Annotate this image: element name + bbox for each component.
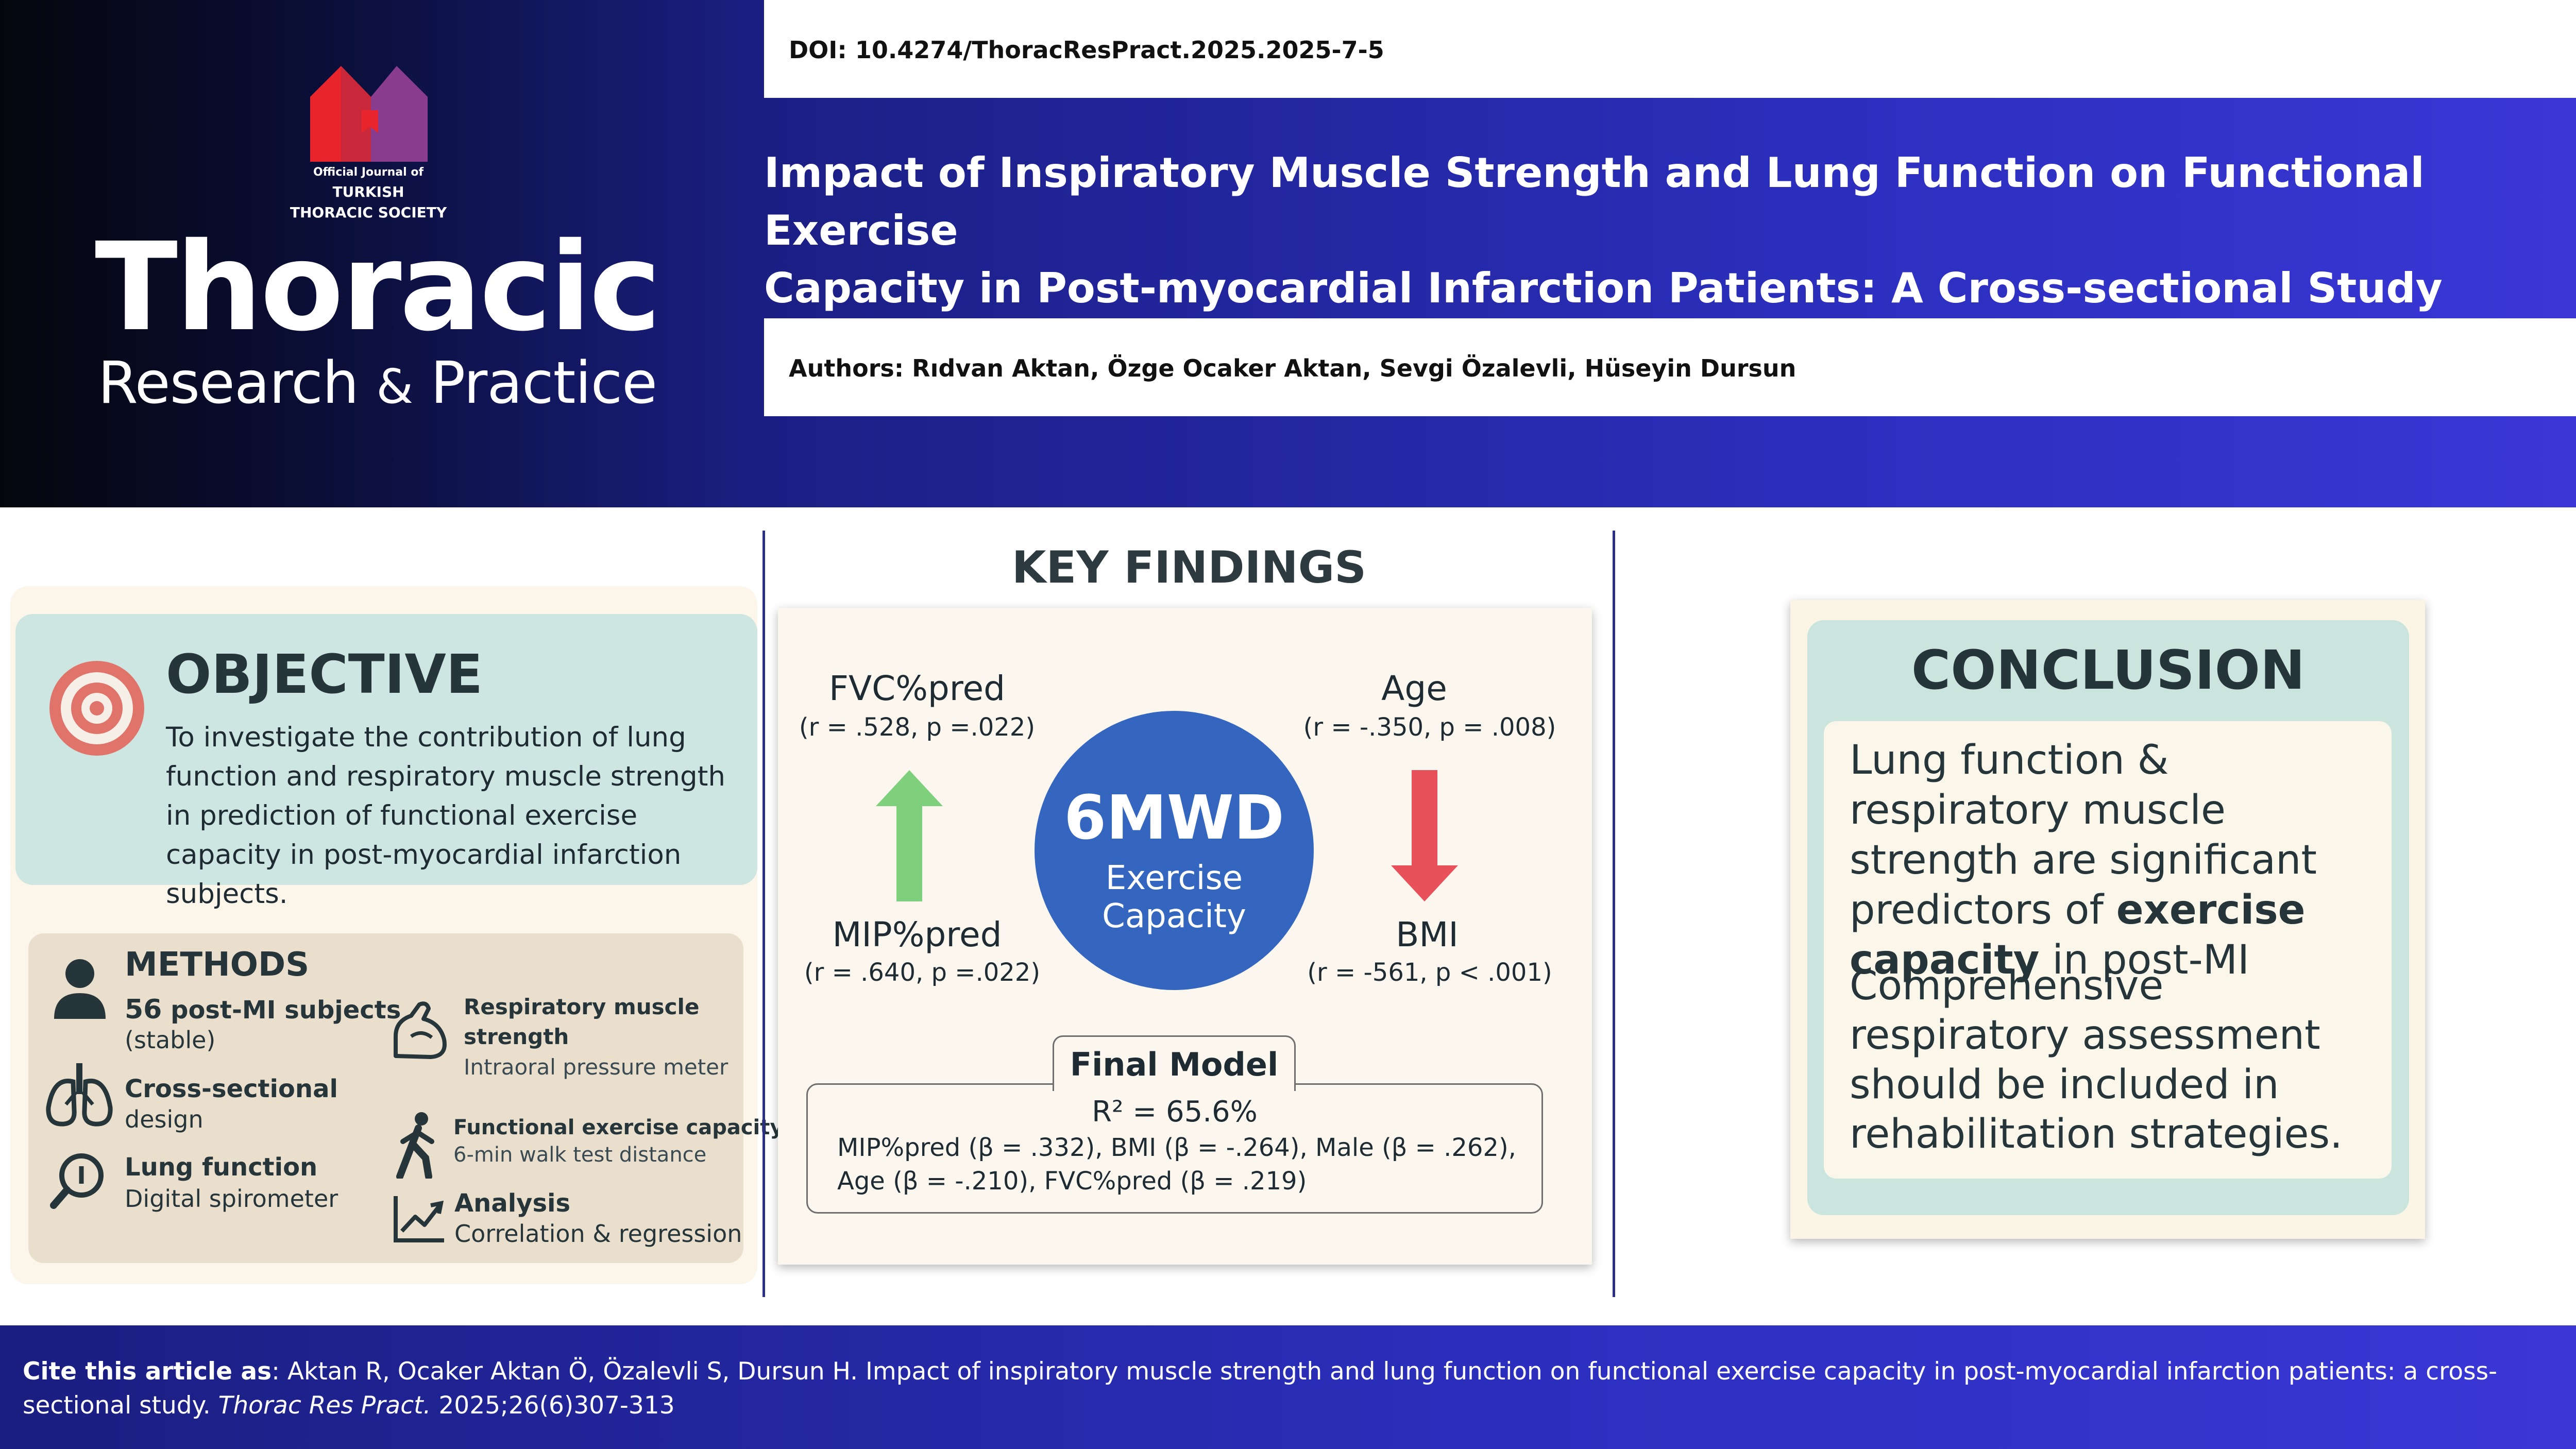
flexed-arm-icon — [394, 1001, 447, 1059]
methods-resp-title-line1: Respiratory muscle — [464, 994, 700, 1019]
conclusion-p1-b: in post-MI — [2039, 937, 2250, 983]
society-logo-icon — [310, 66, 428, 162]
exercise-capacity-circle — [1035, 711, 1314, 990]
walking-person-icon — [396, 1112, 434, 1179]
objective-title: OBJECTIVE — [166, 643, 483, 706]
bmi-stat: (r = -561, p < .001) — [1307, 958, 1552, 987]
authors-text: Authors: Rıdvan Aktan, Özge Ocaker Aktan… — [789, 354, 1797, 382]
objective-body: To investigate the contribution of lung … — [166, 722, 725, 910]
fvc-stat: (r = .528, p =.022) — [799, 713, 1036, 742]
final-model-line1: MIP%pred (β = .332), BMI (β = -.264), Ma… — [837, 1133, 1516, 1162]
magnifier-icon — [50, 1153, 104, 1209]
article-title-line2: Capacity in Post-myocardial Infarction P… — [764, 264, 2443, 312]
divider-right — [1613, 531, 1615, 1297]
divider-left — [762, 531, 765, 1297]
final-model-box — [806, 1083, 1543, 1214]
methods-design-line1: Cross-sectional — [125, 1075, 338, 1103]
methods-lung-sub: Digital spirometer — [125, 1185, 338, 1213]
journal-subtitle-amp: & — [376, 359, 413, 414]
final-model-r2: R² = 65.6% — [1092, 1095, 1258, 1129]
doi-bar: DOI: 10.4274/ThoracResPract.2025.2025-7-… — [764, 0, 2576, 98]
person-icon — [54, 959, 106, 1019]
citation-lead: Cite this article as — [23, 1357, 272, 1386]
journal-official-line: Official Journal of — [313, 166, 424, 179]
final-model-title: Final Model — [1070, 1046, 1279, 1083]
citation-journal: Thorac Res Pract. — [218, 1391, 431, 1420]
citation-tail: 2025;26(6)307-313 — [431, 1391, 675, 1420]
mip-stat: (r = .640, p =.022) — [804, 958, 1041, 987]
age-label: Age — [1381, 669, 1447, 708]
circle-sub-line2: Capacity — [1102, 897, 1246, 935]
journal-society-line1: TURKISH — [332, 183, 404, 200]
conclusion-paragraph2: Comprehensive respiratory assessment sho… — [1850, 963, 2343, 1157]
methods-subjects: 56 post-MI subjects — [125, 994, 401, 1026]
final-model-line2: Age (β = -.210), FVC%pred (β = .219) — [837, 1167, 1307, 1196]
methods-analysis-sub: Correlation & regression — [454, 1220, 742, 1248]
lungs-icon — [46, 1063, 113, 1127]
circle-6mwd-label: 6MWD — [1064, 782, 1284, 853]
methods-exercise-title: Functional exercise capacity — [453, 1116, 784, 1139]
objective-box — [15, 614, 757, 885]
methods-design-line2: design — [125, 1105, 204, 1133]
down-arrow-icon — [1391, 770, 1458, 901]
target-icon — [49, 661, 144, 756]
doi-text[interactable]: DOI: 10.4274/ThoracResPract.2025.2025-7-… — [789, 36, 1384, 64]
conclusion-p1-a: Lung function & respiratory muscle stren… — [1850, 737, 2317, 933]
bmi-label: BMI — [1396, 915, 1459, 954]
journal-subtitle-b: Practice — [430, 350, 657, 417]
authors-bar: Authors: Rıdvan Aktan, Özge Ocaker Aktan… — [764, 318, 2576, 416]
methods-subjects-number: 56 — [125, 994, 162, 1025]
methods-lung-title: Lung function — [125, 1153, 318, 1182]
conclusion-p1-strong: exercise capacity — [1850, 887, 2306, 983]
citation-text: Cite this article as: Aktan R, Ocaker Ak… — [23, 1355, 2557, 1423]
mip-label: MIP%pred — [832, 915, 1002, 954]
journal-subtitle: Research & Practice — [98, 354, 657, 412]
journal-name: Thoracic — [95, 216, 661, 358]
methods-analysis-title: Analysis — [454, 1189, 571, 1218]
trend-chart-icon — [394, 1196, 444, 1242]
circle-sub-line1: Exercise — [1105, 859, 1243, 897]
fvc-label: FVC%pred — [829, 669, 1005, 708]
article-title-line1: Impact of Inspiratory Muscle Strength an… — [764, 149, 2425, 254]
article-title: Impact of Inspiratory Muscle Strength an… — [764, 144, 2516, 317]
methods-subjects-note: (stable) — [125, 1026, 216, 1054]
methods-box — [28, 933, 743, 1263]
final-model-tab — [1053, 1035, 1296, 1091]
citation-bar — [0, 1325, 2576, 1449]
key-findings-title: KEY FINDINGS — [1011, 542, 1367, 593]
conclusion-inner — [1824, 721, 2392, 1179]
methods-exercise-sub: 6-min walk test distance — [453, 1143, 707, 1167]
methods-resp-sub: Intraoral pressure meter — [464, 1054, 728, 1080]
conclusion-title: CONCLUSION — [1911, 639, 2306, 702]
methods-title: METHODS — [125, 946, 310, 984]
methods-subjects-label: post-MI subjects — [162, 996, 401, 1025]
age-stat: (r = -.350, p = .008) — [1303, 713, 1556, 742]
methods-resp-title-line2: strength — [464, 1024, 569, 1049]
journal-subtitle-a: Research — [98, 350, 359, 417]
citation-body: : Aktan R, Ocaker Aktan Ö, Özalevli S, D… — [23, 1357, 2498, 1420]
up-arrow-icon — [876, 770, 943, 901]
journal-society-line2: THORACIC SOCIETY — [290, 204, 447, 221]
conclusion-paragraph1: Lung function & respiratory muscle stren… — [1850, 736, 2380, 985]
